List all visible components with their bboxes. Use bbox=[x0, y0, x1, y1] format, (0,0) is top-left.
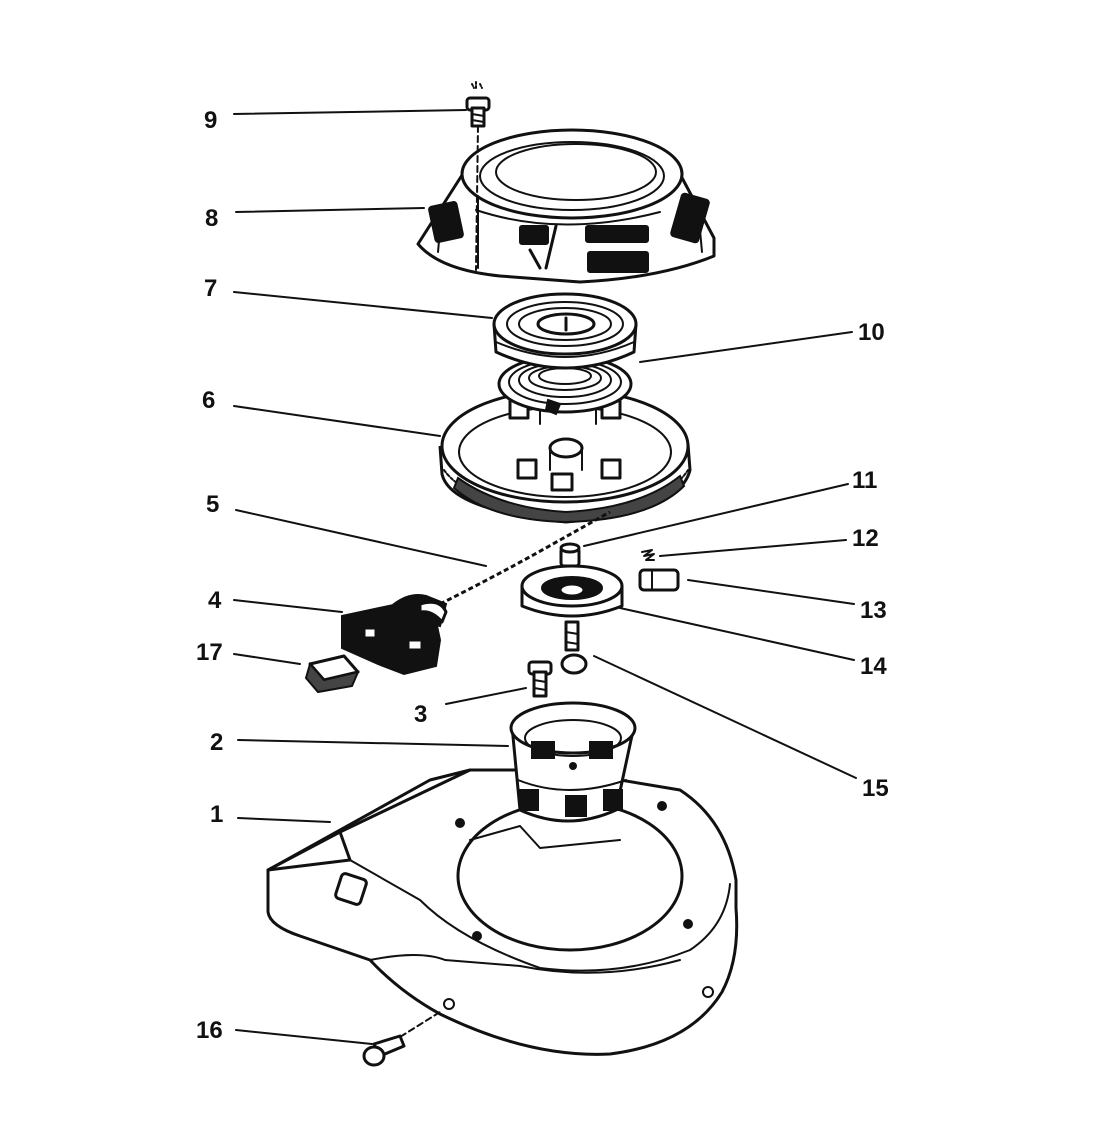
part-10-rewind-spring bbox=[497, 354, 633, 416]
part-15-center-screw bbox=[560, 620, 588, 675]
part-13-pawl bbox=[638, 568, 680, 592]
callout-3: 3 bbox=[414, 701, 427, 728]
part-9-screw bbox=[465, 81, 491, 271]
leader-lines bbox=[233, 109, 857, 1045]
part-16-screw bbox=[362, 1011, 441, 1067]
part-14-retainer bbox=[520, 564, 624, 618]
callout-6: 6 bbox=[202, 387, 215, 414]
callout-14: 14 bbox=[860, 653, 887, 680]
callout-11: 11 bbox=[852, 467, 877, 494]
part-12-spring bbox=[641, 549, 655, 561]
callout-8: 8 bbox=[205, 205, 218, 232]
part-6-pulley-reel bbox=[438, 388, 692, 524]
callout-9: 9 bbox=[204, 107, 217, 134]
part-5-rope bbox=[439, 510, 611, 606]
part-8-starter-cover bbox=[416, 128, 716, 284]
part-1-blower-housing bbox=[266, 768, 739, 1056]
part-4-handle bbox=[341, 594, 448, 676]
part-11-bushing bbox=[559, 542, 581, 568]
callout-5: 5 bbox=[206, 491, 219, 518]
callout-10: 10 bbox=[858, 319, 885, 346]
callout-12: 12 bbox=[852, 525, 879, 552]
callout-7: 7 bbox=[204, 275, 217, 302]
part-2-pulley-cup bbox=[509, 701, 637, 823]
callout-13: 13 bbox=[860, 597, 887, 624]
part-3-screw bbox=[527, 660, 553, 698]
part-17-insert bbox=[304, 654, 360, 694]
callout-2: 2 bbox=[210, 729, 223, 756]
callout-1: 1 bbox=[210, 801, 223, 828]
callout-4: 4 bbox=[208, 587, 222, 614]
callout-15: 15 bbox=[862, 775, 889, 802]
callout-labels: 9 8 7 6 5 4 17 3 2 1 16 10 11 12 13 14 1… bbox=[196, 107, 889, 1044]
callout-16: 16 bbox=[196, 1017, 223, 1044]
callout-17: 17 bbox=[196, 639, 223, 666]
part-7-spring-cover bbox=[492, 292, 638, 370]
